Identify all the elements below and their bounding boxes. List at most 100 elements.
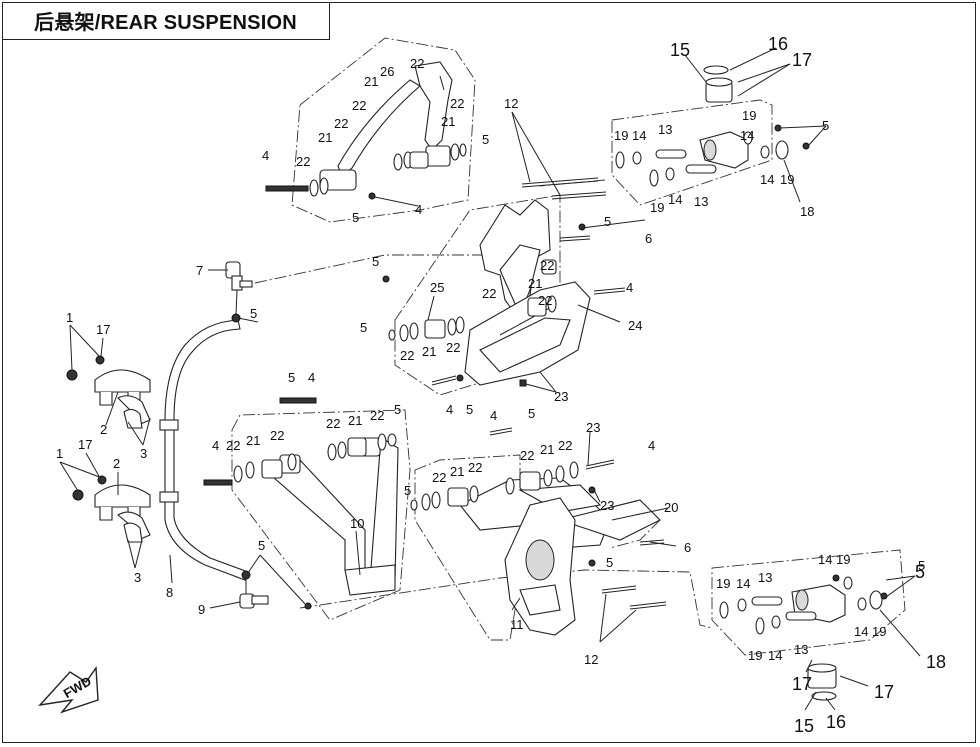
callout-6: 6 — [645, 231, 652, 246]
callout-21: 21 — [364, 74, 378, 89]
callout-14: 14 — [736, 576, 750, 591]
stabilizer-link-lower — [239, 570, 269, 609]
callout-7: 7 — [196, 263, 203, 278]
rear-knuckle-upper — [615, 65, 810, 187]
callout-11: 11 — [510, 617, 524, 632]
callout-4: 4 — [626, 280, 633, 295]
callout-10: 10 — [350, 516, 364, 531]
callout-1: 1 — [66, 310, 73, 325]
callout-16: 16 — [768, 34, 788, 54]
lower-a-arm — [263, 437, 399, 596]
callout-6: 6 — [684, 540, 691, 555]
callout-22: 22 — [446, 340, 460, 355]
callout-9: 9 — [198, 602, 205, 617]
callout-5: 5 — [258, 538, 265, 553]
callout-21: 21 — [450, 464, 464, 479]
callout-14: 14 — [740, 128, 754, 143]
callouts: 1 1 2 2 3 3 17 17 7 8 9 5 5 10 11 4 22 2… — [56, 34, 946, 736]
bolt-set-lower — [304, 585, 667, 610]
callout-19: 19 — [614, 128, 628, 143]
stabilizer-bar-bush-upper — [159, 419, 179, 431]
swing-arm-upper — [464, 281, 591, 387]
callout-4: 4 — [648, 438, 655, 453]
callout-19: 19 — [872, 624, 886, 639]
routing-line-d — [609, 519, 661, 549]
callout-21: 21 — [540, 442, 554, 457]
callout-14: 14 — [768, 648, 782, 663]
callout-22: 22 — [352, 98, 366, 113]
callout-17: 17 — [96, 322, 110, 337]
callout-5: 5 — [604, 214, 611, 229]
callout-16: 16 — [826, 712, 846, 732]
callout-21: 21 — [246, 433, 260, 448]
routing-line-b — [299, 569, 713, 629]
callout-5: 5 — [288, 370, 295, 385]
callout-15: 15 — [794, 716, 814, 736]
callout-4: 4 — [415, 202, 422, 217]
callout-5: 5 — [352, 210, 359, 225]
callout-4: 4 — [446, 402, 453, 417]
callout-21: 21 — [441, 114, 455, 129]
rear-knuckle-lower — [719, 574, 888, 701]
upper-arm-group-outline — [291, 37, 476, 223]
callout-4: 4 — [212, 438, 219, 453]
lower-knuckle-bracket — [504, 497, 576, 636]
callout-19: 19 — [780, 172, 794, 187]
callout-5: 5 — [822, 118, 829, 133]
fwd-arrow-icon: FWD — [38, 665, 99, 714]
callout-18: 18 — [800, 204, 814, 219]
diagram-title: 后悬架/REAR SUSPENSION — [34, 12, 297, 34]
callout-14: 14 — [818, 552, 832, 567]
upper-arm-bushings — [265, 143, 467, 207]
callout-5: 5 — [482, 132, 489, 147]
callout-22: 22 — [400, 348, 414, 363]
callout-22: 22 — [520, 448, 534, 463]
rear-knuckle-lower-outline — [711, 549, 906, 656]
callout-21: 21 — [422, 344, 436, 359]
callout-2: 2 — [100, 422, 107, 437]
callout-22: 22 — [334, 116, 348, 131]
callout-26: 26 — [380, 64, 394, 79]
callout-5: 5 — [606, 555, 613, 570]
callout-21: 21 — [318, 130, 332, 145]
callout-3: 3 — [140, 446, 147, 461]
callout-19: 19 — [742, 108, 756, 123]
rear-knuckle-upper-outline — [611, 99, 773, 206]
callout-17: 17 — [874, 682, 894, 702]
callout-22: 22 — [270, 428, 284, 443]
callout-19: 19 — [836, 552, 850, 567]
callout-24: 24 — [628, 318, 642, 333]
callout-14: 14 — [760, 172, 774, 187]
title-box: 后悬架/REAR SUSPENSION — [2, 2, 330, 40]
callout-22: 22 — [482, 286, 496, 301]
callout-5: 5 — [394, 402, 401, 417]
callout-22: 22 — [370, 408, 384, 423]
callout-14: 14 — [632, 128, 646, 143]
routing-line-a — [254, 254, 495, 284]
lower-arm-left-outline — [231, 409, 411, 621]
callout-4: 4 — [262, 148, 269, 163]
callout-22: 22 — [538, 293, 552, 308]
callout-22: 22 — [468, 460, 482, 475]
callout-5: 5 — [250, 306, 257, 321]
callout-22: 22 — [450, 96, 464, 111]
callout-15: 15 — [670, 40, 690, 60]
callout-21: 21 — [348, 413, 362, 428]
callout-12: 12 — [584, 652, 598, 667]
callout-22: 22 — [558, 438, 572, 453]
callout-19: 19 — [650, 200, 664, 215]
callout-5: 5 — [404, 483, 411, 498]
callout-25: 25 — [430, 280, 444, 295]
callout-8: 8 — [166, 585, 173, 600]
stabilizer-bar-bush-lower — [159, 491, 179, 503]
callout-13: 13 — [758, 570, 772, 585]
lower-frame-bushings — [410, 427, 665, 567]
bolt-set-upper — [382, 177, 626, 386]
callout-22: 22 — [540, 258, 554, 273]
callout-23: 23 — [554, 389, 568, 404]
callout-22: 22 — [326, 416, 340, 431]
leader-lines — [59, 47, 921, 711]
callout-19: 19 — [716, 576, 730, 591]
stabilizer-clamp-lower — [72, 475, 151, 543]
